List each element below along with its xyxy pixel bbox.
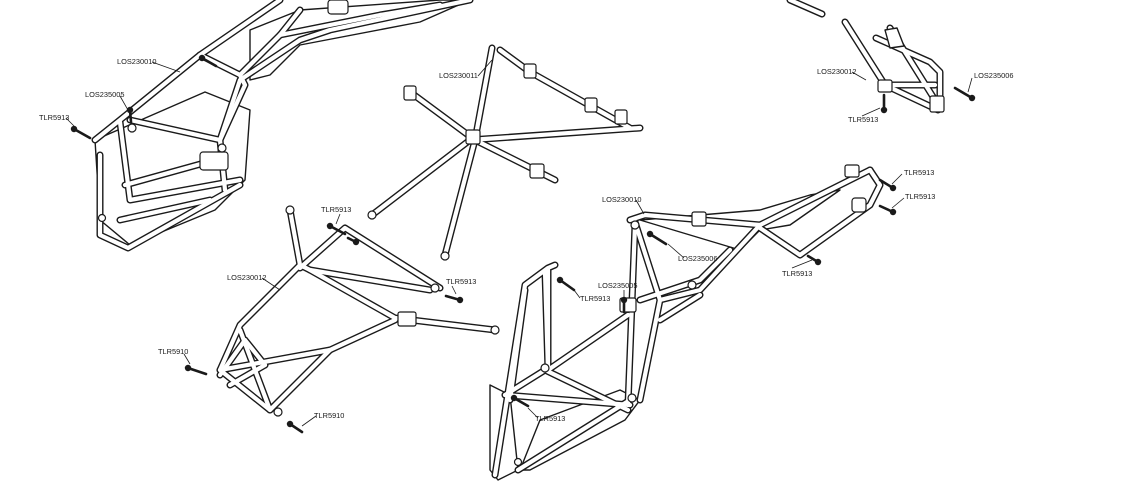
cross-brace-end-cap xyxy=(367,210,377,220)
main-cage-mount xyxy=(844,164,860,178)
main-cage-mount xyxy=(851,197,867,213)
bolt xyxy=(646,230,668,246)
top-right-frame-mount xyxy=(877,79,893,93)
center-cross-brace-tubes xyxy=(368,44,644,259)
top-left-cage-roof-plate xyxy=(249,0,471,81)
part-label: TLR5913 xyxy=(580,294,610,303)
cross-brace-end-mount xyxy=(403,85,417,101)
part-label: LOS235005 xyxy=(85,90,124,99)
bottom-right-main-cage xyxy=(489,164,884,481)
cross-brace-end-cap xyxy=(440,251,450,261)
top-left-cage-mount-hole xyxy=(217,143,227,153)
bolt xyxy=(326,222,347,236)
cross-brace-end-mount xyxy=(529,163,545,179)
main-cage-mount-hole xyxy=(687,280,697,290)
main-cage-mount-hole xyxy=(630,220,640,230)
part-label: TLR5913 xyxy=(321,205,351,214)
cross-brace-end-mount xyxy=(465,129,481,145)
part-label: LOS230011 xyxy=(439,71,478,80)
bolt xyxy=(878,204,897,216)
top-right-frame-gusset xyxy=(884,27,905,49)
rear-frame-end-cap xyxy=(285,205,295,215)
part-label: LOS230010 xyxy=(117,57,156,66)
bolt xyxy=(346,236,360,246)
bolt xyxy=(444,294,464,304)
bottom-left-rear-frame-tubes xyxy=(216,206,499,414)
center-cross-brace-assembly xyxy=(367,44,644,261)
part-label: TLR5910 xyxy=(314,411,344,420)
rear-frame-mount-hole xyxy=(430,283,440,293)
bolt xyxy=(878,178,897,192)
main-cage-mount-hole xyxy=(627,393,637,403)
part-label: TLR5913 xyxy=(904,168,934,177)
part-label: LOS230012 xyxy=(227,273,266,282)
rear-frame-mount xyxy=(397,311,417,327)
top-left-cage-rear-bracket xyxy=(327,0,349,15)
bolt xyxy=(184,364,208,376)
part-label: TLR5913 xyxy=(446,277,476,286)
cross-brace-end-mount xyxy=(584,97,598,113)
part-label: LOS235006 xyxy=(974,71,1013,80)
bolt xyxy=(510,394,530,408)
part-label: TLR5913 xyxy=(782,269,812,278)
bolt xyxy=(126,106,134,124)
part-label: LOS230010 xyxy=(602,195,641,204)
main-cage-mount-hole xyxy=(540,363,550,373)
part-label: TLR5913 xyxy=(39,113,69,122)
top-left-cage-mount-hole xyxy=(97,213,107,223)
bolt xyxy=(806,254,822,266)
part-label: TLR5913 xyxy=(905,192,935,201)
main-cage-mount xyxy=(691,211,707,227)
top-left-cage-assembly xyxy=(91,0,474,252)
rear-frame-mount-hole xyxy=(273,407,283,417)
bolt xyxy=(556,276,576,292)
cross-brace-end-mount xyxy=(523,63,537,79)
top-right-small-frame xyxy=(841,18,945,114)
top-left-cage-front-bracket xyxy=(199,151,229,171)
part-label: LOS235006 xyxy=(678,254,717,263)
part-label: LOS235005 xyxy=(598,281,637,290)
bolt xyxy=(620,296,628,314)
bottom-left-rear-frame xyxy=(216,205,500,417)
top-right-frame-mount xyxy=(929,95,945,113)
bolt xyxy=(70,125,92,140)
leader-lines xyxy=(65,59,973,427)
part-label: TLR5910 xyxy=(158,347,188,356)
bolt xyxy=(198,54,218,68)
main-cage-mount-hole xyxy=(513,457,523,467)
bolt xyxy=(953,86,976,102)
part-label: LOS230012 xyxy=(817,67,856,76)
top-left-cage-tubes xyxy=(91,0,474,252)
part-labels: LOS230010 LOS235005 TLR5913 LOS230011 LO… xyxy=(39,57,1013,423)
top-right-rod xyxy=(786,0,826,18)
main-cage-tubes xyxy=(491,166,884,479)
rear-frame-end-cap xyxy=(490,325,500,335)
cross-brace-end-mount xyxy=(614,109,628,125)
part-label: TLR5913 xyxy=(535,414,565,423)
part-label: TLR5913 xyxy=(848,115,878,124)
bolt xyxy=(286,420,304,434)
top-left-cage-mount-hole xyxy=(127,123,137,133)
bolt xyxy=(880,93,888,114)
